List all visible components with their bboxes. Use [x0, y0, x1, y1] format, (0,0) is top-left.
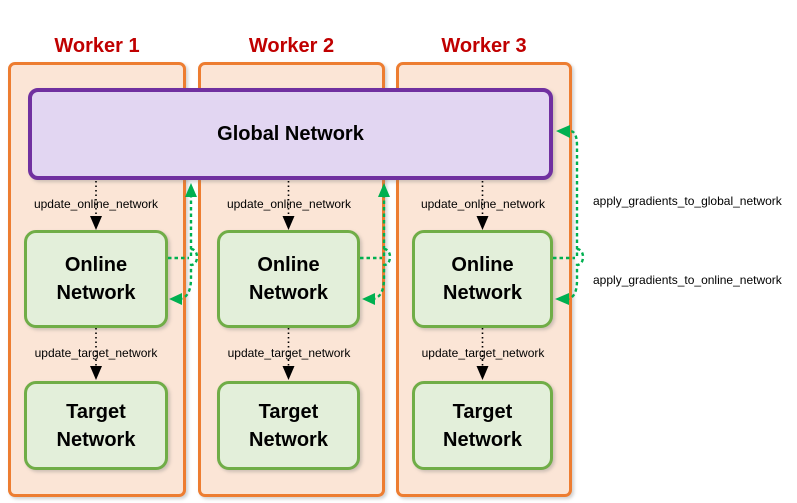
- worker-2-target-network-node: Target Network: [217, 381, 360, 470]
- global-network-label: Global Network: [217, 122, 364, 145]
- online-network-label-line1: Online: [451, 254, 514, 276]
- update-online-network-label-worker-1: update_online_network: [33, 197, 159, 211]
- update-target-network-label-worker-2: update_target_network: [227, 346, 351, 360]
- apply-gradients-to-online-network-label: apply_gradients_to_online_network: [593, 273, 782, 287]
- online-network-label-line2: Network: [249, 282, 328, 304]
- worker-2-online-network-node: Online Network: [217, 230, 360, 328]
- online-network-label-line1: Online: [64, 254, 128, 276]
- online-network-label-line2: Network: [56, 282, 136, 304]
- worker-3-online-network-node: Online Network: [412, 230, 553, 328]
- update-online-network-label-worker-2: update_online_network: [226, 197, 352, 211]
- online-network-label-line2: Network: [443, 282, 522, 304]
- target-network-label-line1: Target: [66, 400, 126, 423]
- global-network-node: Global Network: [28, 88, 553, 180]
- worker-1-online-network-node: Online Network: [24, 230, 168, 328]
- worker-2-title: Worker 2: [248, 35, 335, 57]
- target-network-label-line1: Target: [452, 400, 513, 423]
- worker-1-title: Worker 1: [54, 35, 140, 57]
- online-network-label-line1: Online: [257, 254, 320, 276]
- target-network-label-line2: Network: [443, 428, 522, 451]
- target-network-label-line1: Target: [258, 400, 319, 423]
- apply-gradients-to-global-network-label: apply_gradients_to_global_network: [593, 194, 782, 208]
- update-target-network-label-worker-3: update_target_network: [421, 346, 545, 360]
- worker-1-target-network-node: Target Network: [24, 381, 168, 470]
- worker-3-target-network-node: Target Network: [412, 381, 553, 470]
- update-online-network-label-worker-3: update_online_network: [420, 197, 546, 211]
- update-target-network-label-worker-1: update_target_network: [34, 346, 158, 360]
- target-network-label-line2: Network: [249, 428, 328, 451]
- target-network-label-line2: Network: [56, 428, 136, 451]
- worker-3-title: Worker 3: [441, 35, 527, 57]
